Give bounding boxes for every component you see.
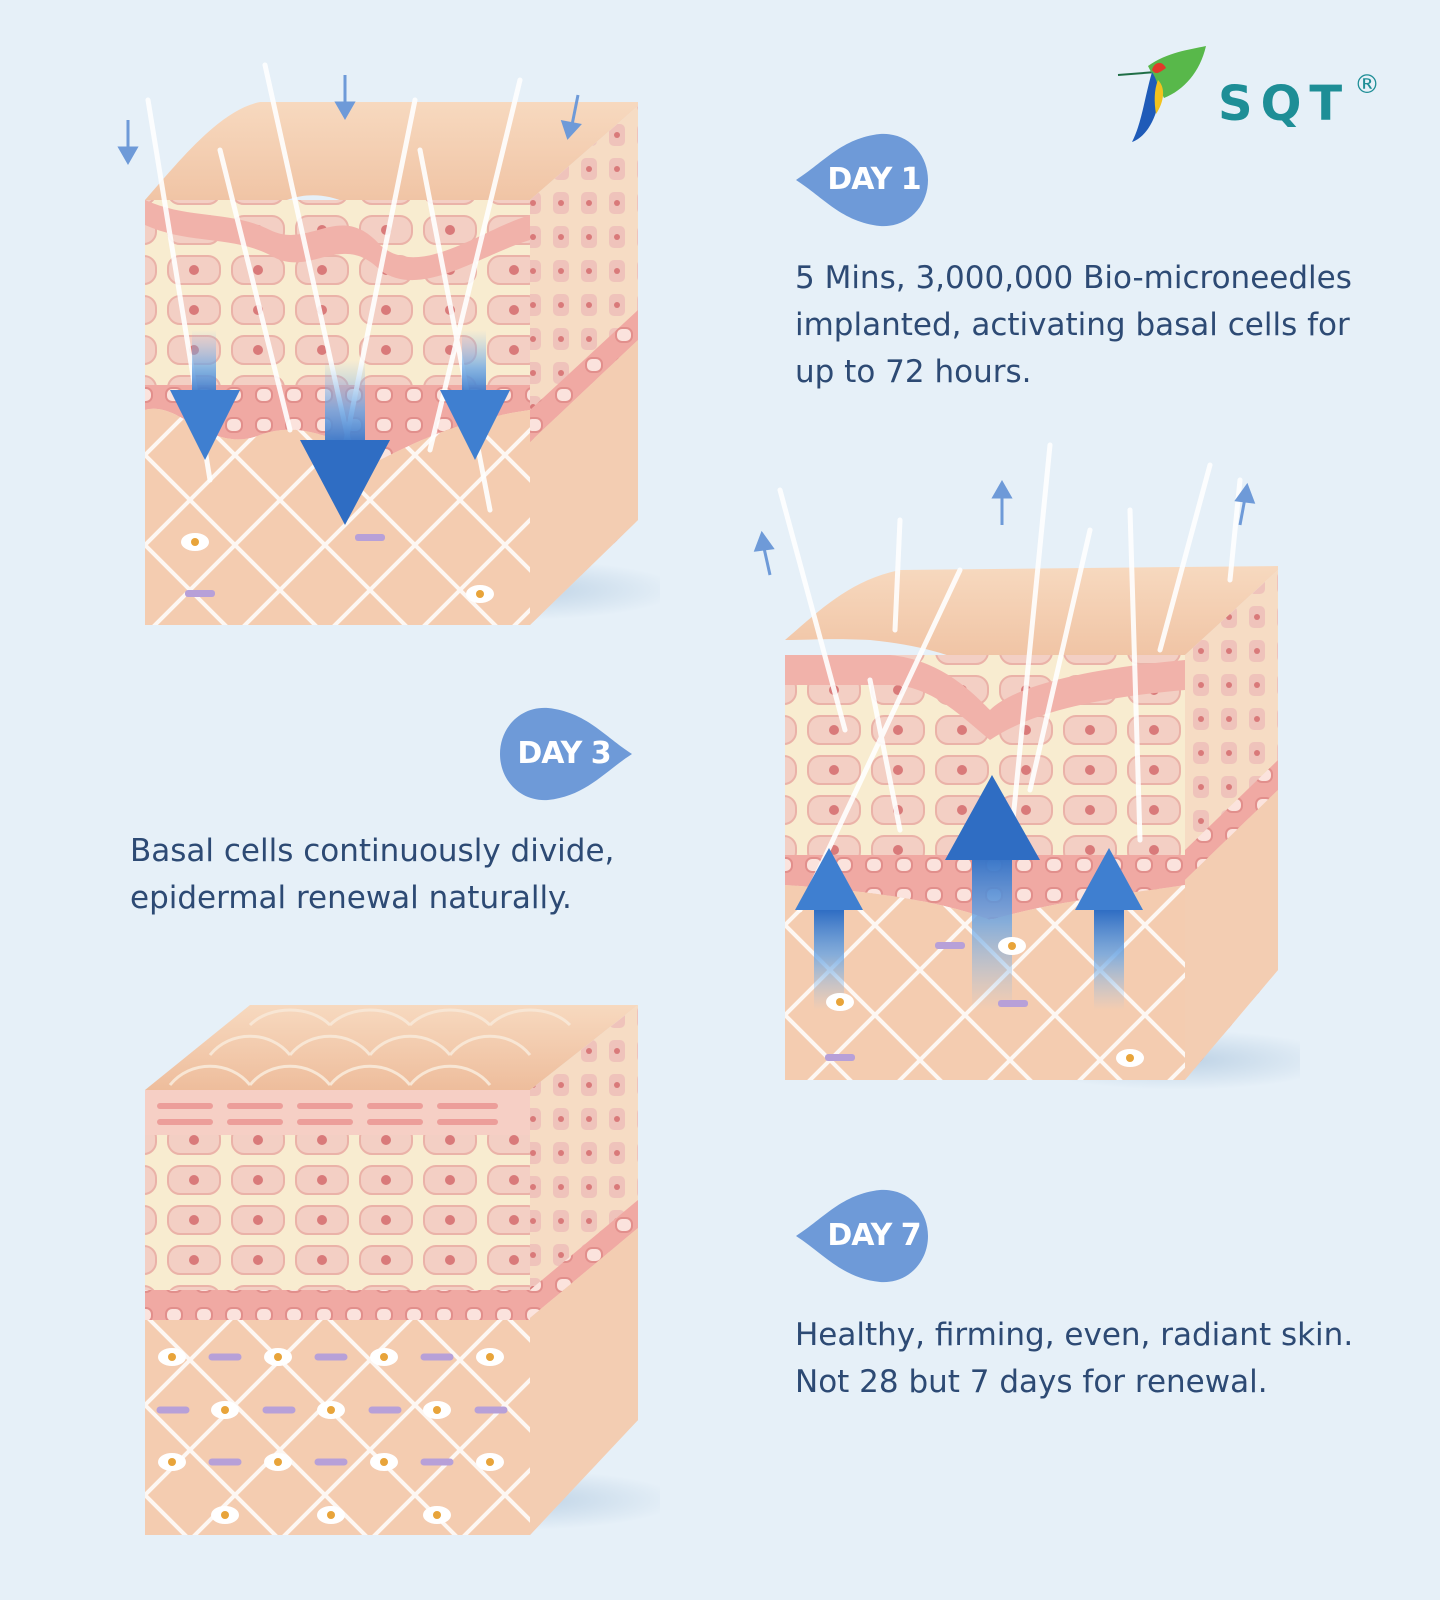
stratum-lines [157,1103,498,1125]
block-dermis [145,408,530,625]
up-arrow-icon [795,775,1143,1010]
block-dermis [145,1320,530,1535]
day3-line: Basal cells continuously divide, [130,833,615,869]
day7-badge: DAY 7 [796,1188,932,1284]
day3-line: epidermal renewal naturally. [130,880,572,916]
block-basal-layer [145,1290,530,1320]
day7-line: Not 28 but 7 days for renewal. [795,1364,1268,1400]
day7-label: DAY 7 [827,1218,921,1253]
day7-line: Healthy, firming, even, radiant skin. [795,1317,1354,1353]
block-side-dermis [1185,790,1278,1080]
small-up-arrows [753,479,1256,576]
day1-line: 5 Mins, 3,000,000 Bio-microneedles [795,260,1352,296]
block-side-basal [1185,760,1278,880]
dermis-fibers [156,1353,508,1466]
block-top-surface [145,1005,638,1090]
hummingbird-logo-icon [1117,46,1206,142]
block-stratum-layer [785,655,1185,740]
dermis-cells [181,533,494,603]
day7-description: Healthy, firming, even, radiant skin. No… [795,1312,1353,1406]
block-stratum-layer [145,1090,530,1135]
down-arrow-icon [170,330,510,525]
day1-description: 5 Mins, 3,000,000 Bio-microneedles impla… [795,255,1352,396]
skin-scales [168,1008,572,1086]
brand-logo: SQT ® [1108,42,1388,152]
skin-diagram-day3 [753,442,1300,1090]
day1-line: implanted, activating basal cells for [795,307,1350,343]
dermis-cells [825,937,1144,1067]
block-side-basal [530,310,638,442]
skin-diagram-day7 [145,1005,660,1535]
small-down-arrows [117,75,582,166]
block-side-dermis [530,340,638,625]
skin-diagram-day1 [117,62,660,625]
day1-badge: DAY 1 [796,132,932,228]
dermis-cells [158,1348,504,1524]
day3-badge: DAY 3 [496,706,632,802]
day3-description: Basal cells continuously divide, epiderm… [130,828,614,922]
block-side-dermis [530,1228,638,1535]
day1-label: DAY 1 [827,162,921,197]
block-stratum-layer [145,200,530,281]
block-side-basal [530,1200,638,1318]
brand-name: SQT [1218,76,1351,132]
day3-label: DAY 3 [517,736,611,771]
registered-mark: ® [1354,70,1380,100]
day1-line: up to 72 hours. [795,354,1032,390]
